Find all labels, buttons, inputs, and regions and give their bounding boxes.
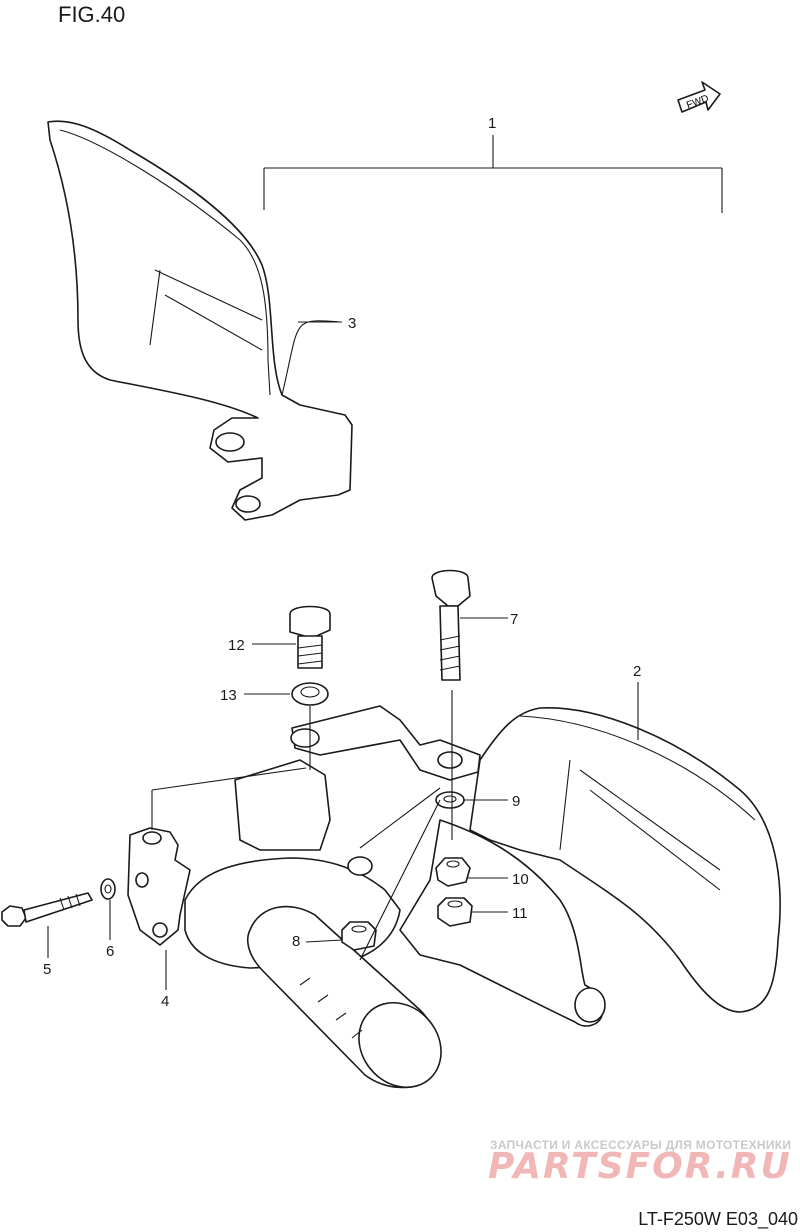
callout-10: 10 bbox=[512, 871, 529, 888]
handlebar-grip bbox=[246, 905, 442, 1089]
assembly-bracket bbox=[263, 135, 723, 213]
watermark-logo: PARTSFOR.RU bbox=[488, 1146, 792, 1187]
hand-guard-left bbox=[47, 120, 353, 521]
callout-6: 6 bbox=[106, 943, 114, 960]
callout-13: 13 bbox=[220, 687, 237, 704]
footer-code: LT-F250W E03_040 bbox=[638, 1209, 798, 1229]
callout-3: 3 bbox=[348, 315, 356, 332]
nut-part-8 bbox=[341, 921, 377, 951]
figure-title: FIG.40 bbox=[58, 2, 126, 27]
washer-part-6 bbox=[100, 878, 116, 900]
callout-labels: 1 2 3 4 5 6 7 8 9 10 11 12 13 bbox=[43, 115, 641, 1010]
callout-9: 9 bbox=[512, 793, 520, 810]
washer-part-9 bbox=[435, 791, 465, 809]
nut-part-10 bbox=[435, 857, 471, 887]
callout-7: 7 bbox=[510, 611, 518, 628]
callout-2: 2 bbox=[633, 663, 641, 680]
callout-1: 1 bbox=[488, 115, 496, 132]
guard-mount-bracket bbox=[290, 705, 481, 781]
callout-5: 5 bbox=[43, 961, 51, 978]
callout-12: 12 bbox=[228, 637, 245, 654]
fwd-arrow-icon: FWD bbox=[677, 81, 721, 113]
callout-4: 4 bbox=[161, 993, 169, 1010]
bolt-part-7 bbox=[431, 569, 471, 681]
callout-8: 8 bbox=[292, 933, 300, 950]
hand-guard-right bbox=[469, 707, 781, 1013]
leader-lines bbox=[47, 321, 639, 990]
callout-11: 11 bbox=[512, 905, 528, 922]
bolt-part-12 bbox=[289, 605, 331, 669]
watermark-tagline: ЗАПЧАСТИ И АКСЕССУАРЫ ДЛЯ МОТОТЕХНИКИ bbox=[490, 1138, 792, 1152]
spacer-part-13 bbox=[291, 682, 329, 706]
bolt-part-5 bbox=[1, 892, 93, 927]
nut-part-11 bbox=[437, 897, 473, 927]
